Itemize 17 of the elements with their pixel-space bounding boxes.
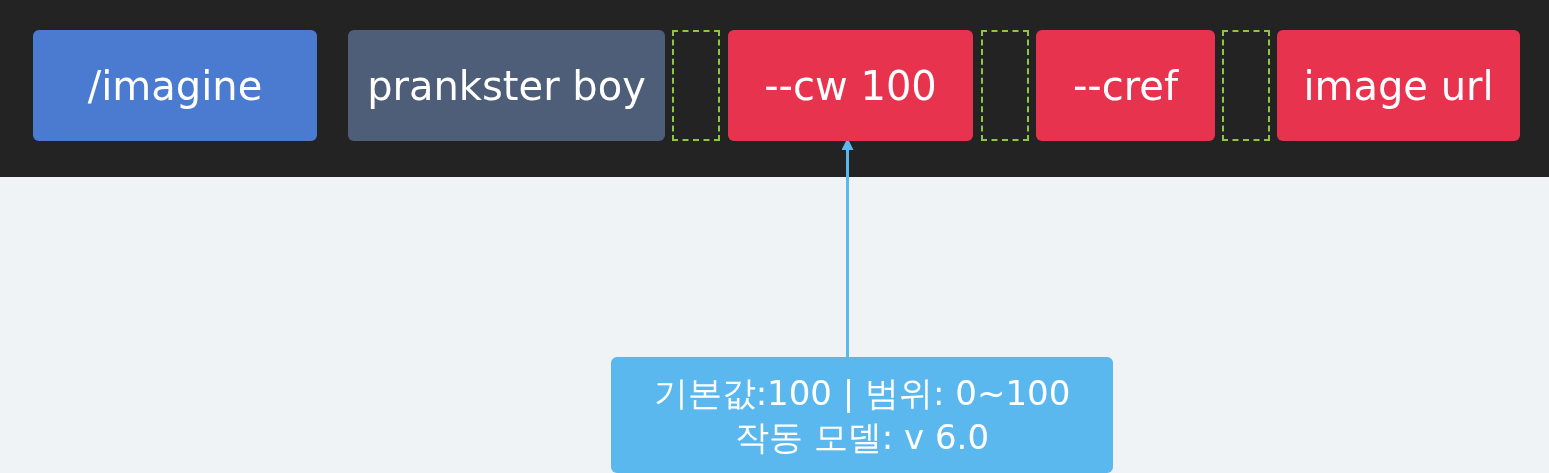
parameter-box <box>728 30 973 141</box>
space-box <box>1222 30 1270 141</box>
parameter-box <box>1036 30 1215 141</box>
label-text: /imagine <box>87 61 263 111</box>
arrow <box>841 138 854 357</box>
label-text: prankster boy <box>367 61 646 111</box>
label-text: --cref <box>1072 61 1179 111</box>
command-box <box>33 30 317 141</box>
space-box <box>672 30 720 141</box>
prompt-box <box>348 30 665 141</box>
label-text: image url <box>1303 61 1494 111</box>
parameter-box <box>1277 30 1520 141</box>
note-text: 기본값:100 | 범위: 0~100 <box>653 372 1071 415</box>
note-text: 작동 모델: v 6.0 <box>734 416 990 459</box>
label-text: --cw 100 <box>764 61 937 111</box>
callout-box <box>611 357 1113 473</box>
space-box <box>981 30 1029 141</box>
